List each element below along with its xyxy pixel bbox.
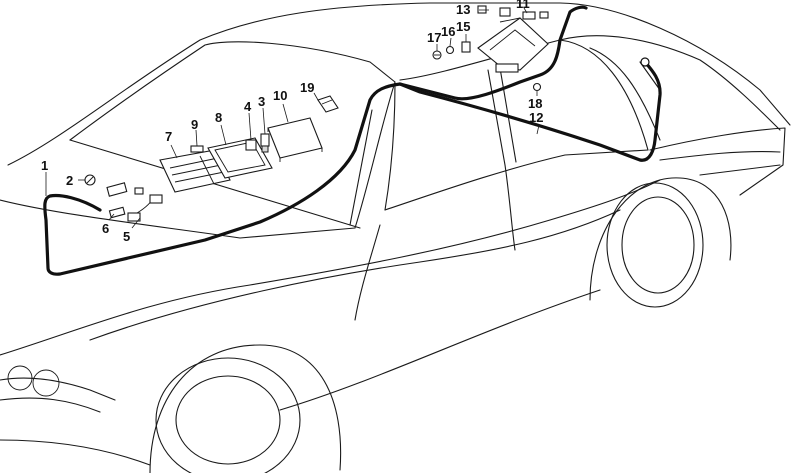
part-13-cap [477,5,487,14]
part-18-nut [532,82,542,92]
callout-17: 17 [427,30,441,45]
part-7-radio-frame [159,149,231,193]
leader-lines [45,7,540,229]
callout-8: 8 [215,110,222,125]
callout-2: 2 [66,173,73,188]
callout-7: 7 [165,129,172,144]
part-10-radio-unit [267,117,323,162]
part-4-bolt [245,139,257,151]
callout-labels: 1 2 3 4 5 6 7 8 9 10 11 12 13 15 16 17 1… [41,0,543,244]
callout-1: 1 [41,158,48,173]
callout-3: 3 [258,94,265,109]
callout-13: 13 [456,2,470,17]
callout-18: 18 [528,96,542,111]
part-15-clip [461,41,471,53]
callout-12: 12 [529,110,543,125]
callout-5: 5 [123,229,130,244]
part-16-washer [445,45,455,55]
part-5-cable-adapter [127,194,163,222]
callout-15: 15 [456,19,470,34]
callout-19: 19 [300,80,314,95]
part-19-holder [317,95,339,113]
part-connector [106,182,144,197]
callout-6: 6 [102,221,109,236]
part-antenna-amplifier [477,7,549,73]
callout-10: 10 [273,88,287,103]
part-11-connector [522,11,549,20]
callout-9: 9 [191,117,198,132]
callout-16: 16 [441,24,455,39]
part-17-screw [432,50,442,60]
antenna-cable [43,5,662,276]
callout-11: 11 [516,0,530,11]
part-3-bracket [260,133,270,153]
part-2-grommet [84,174,96,186]
callout-4: 4 [244,99,252,114]
part-9-clip [190,145,204,153]
